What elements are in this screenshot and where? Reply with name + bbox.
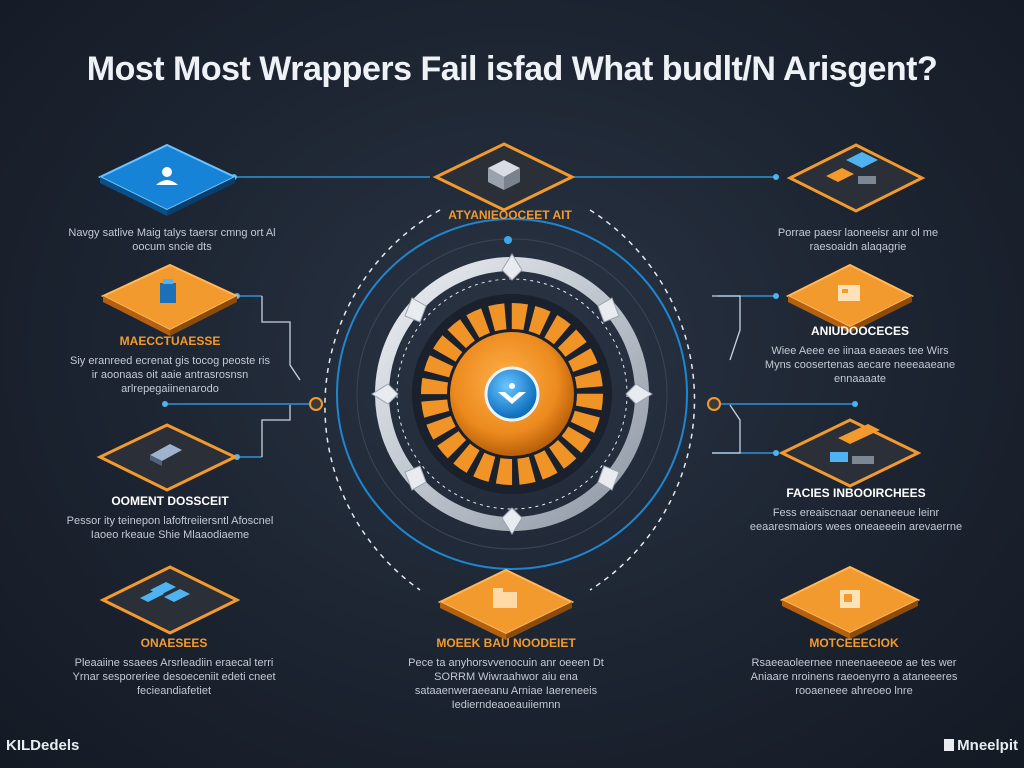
tile-left-2 [100,263,240,336]
node-desc: Siy eranreed ecrenat gis tocog peoste ri… [70,355,270,395]
outer-blue-ring [336,218,688,570]
folder-icon [493,588,517,608]
node-left-2-label: MAECCTUAESSE Siy eranreed ecrenat gis to… [70,334,270,396]
core-shield-icon [484,366,540,422]
brand-left: KILDedels [6,737,80,754]
puzzle-icon [160,279,176,303]
node-head: OOMENT DOSSCEIT [111,494,229,508]
node-bottom-right-label: MOTCEEECIOK Rsaeeaoleernee nneenaeeeoe a… [744,636,964,698]
tile-right-2 [785,263,915,333]
tile-bottom-right [779,565,921,639]
hub-label-text: ATYANIEOOCEET AIT [448,208,572,222]
node-desc: Pece ta anyhorsvvenocuin anr oeeen Dt SO… [408,657,604,711]
tile-bottom-left [99,565,241,635]
node-head: MOEEK BAU NOODEIET [436,636,576,650]
tile-right-3 [778,418,922,488]
node-bottom-left-label: ONAESEES Pleaaiine ssaees Arsrleadiin er… [64,636,284,698]
tile-bottom-center [437,568,575,640]
node-desc: Rsaeeaoleernee nneenaeeeoe ae tes wer An… [750,657,958,697]
dual-screen-icon [150,444,182,466]
people-icon [156,167,178,185]
node-head: ONAESEES [140,636,208,650]
ring-notches [371,253,653,535]
node-desc: Pessor ity teinepon lafoftreiiersntl Afo… [66,515,274,541]
bracket-lines [261,295,741,457]
orange-core-ring [421,303,603,485]
dashed-rings [324,209,696,591]
node-desc: Pleaaiine ssaees Arsrleadiin eraecal ter… [72,657,276,697]
node-desc: Porrae paesr laoneeisr anr ol me raesoai… [777,227,939,253]
tile-top-right [786,143,926,213]
node-head: MOTCEEECIOK [809,636,899,650]
server-icon [826,152,878,184]
brand-right: Mneelpit [944,737,1018,754]
page-title: Most Most Wrappers Fail isfad What budlt… [86,50,938,88]
node-head: FACIES INBOOIRCHEES [786,486,926,500]
hub-label: ATYANIEOOCEET AIT [430,208,590,228]
tile-top-left [97,143,238,216]
tile-top-center [432,142,576,212]
brand-right-text: Mneelpit [957,737,1018,754]
node-desc: Navgy satlive Maig talys taersr cmng ort… [68,227,276,253]
node-head: ANIUDOOCECES [810,324,909,338]
screen-grid-icon [140,582,190,602]
dashboard-icon [838,285,860,301]
node-right-2-label: ANIUDOOCECES Wiee Aeee ee iinaa eaeaes t… [760,324,960,386]
node-left-3-label: OOMENT DOSSCEIT Pessor ity teinepon lafo… [60,494,280,542]
chart-icon [830,424,880,464]
box-icon [488,160,520,190]
shield-icon [840,590,860,608]
node-bottom-center-label: MOEEK BAU NOODEIET Pece ta anyhorsvvenoc… [396,636,616,712]
node-desc: Wiee Aeee ee iinaa eaeaes tee Wirs Myns … [764,345,956,385]
node-top-right-label: Porrae paesr laoneeisr anr ol me raesoai… [758,226,958,254]
tile-left-3 [96,423,239,492]
node-right-3-label: FACIES INBOOIRCHEES Fess ereaiscnaar oen… [746,486,966,534]
node-desc: Fess ereaiscnaar oenaneeue leinr eeaares… [749,507,963,533]
connector-dots [162,174,858,460]
node-head: MAECCTUAESSE [119,334,221,348]
brand-mark-icon [944,739,955,751]
node-top-left-label: Navgy satlive Maig talys taersr cmng ort… [62,226,282,254]
